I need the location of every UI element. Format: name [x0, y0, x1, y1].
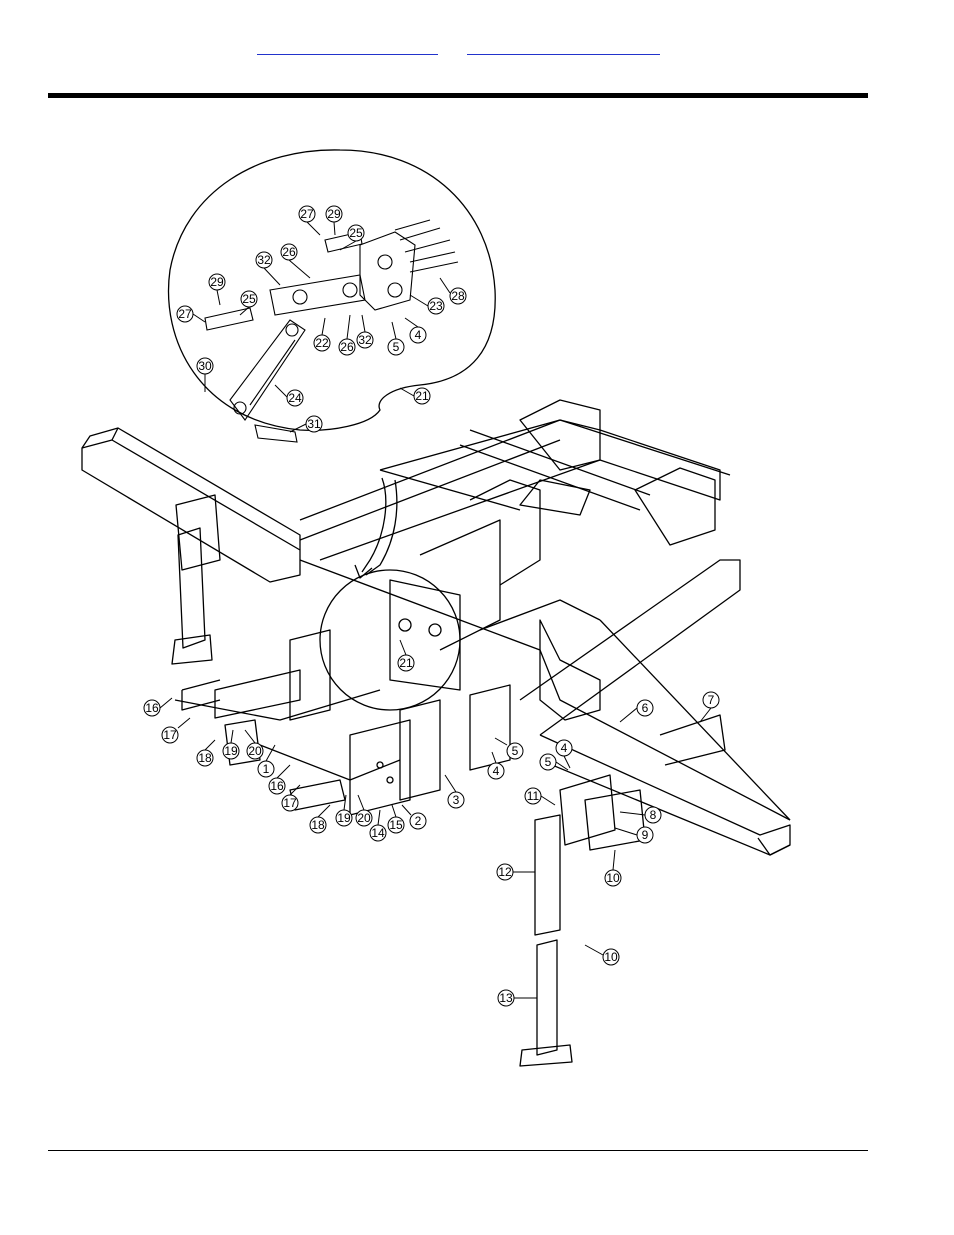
callout-27-top: 27 [299, 206, 320, 235]
header-links [0, 38, 954, 58]
callout-5-main: 5 [495, 738, 523, 759]
callout-20-left: 20 [245, 730, 263, 759]
svg-text:11: 11 [527, 789, 540, 803]
callout-12: 12 [497, 864, 535, 880]
callout-30: 30 [197, 358, 213, 392]
callout-3: 3 [445, 775, 464, 808]
svg-text:7: 7 [708, 693, 715, 707]
header-rule [48, 93, 868, 98]
svg-text:13: 13 [499, 991, 513, 1005]
svg-text:29: 29 [210, 275, 224, 289]
svg-text:8: 8 [650, 808, 657, 822]
callout-25-left: 25 [240, 291, 257, 315]
svg-text:26: 26 [340, 340, 354, 354]
callout-13: 13 [498, 990, 537, 1006]
svg-text:20: 20 [248, 744, 262, 758]
svg-text:28: 28 [451, 289, 465, 303]
callout-22: 22 [314, 318, 330, 351]
svg-text:29: 29 [327, 207, 341, 221]
svg-text:24: 24 [288, 391, 302, 405]
callout-26-mid: 26 [339, 315, 355, 355]
svg-text:31: 31 [307, 417, 321, 431]
svg-text:6: 6 [642, 701, 649, 715]
callout-31: 31 [290, 416, 322, 432]
svg-text:17: 17 [283, 796, 297, 810]
svg-text:21: 21 [415, 389, 429, 403]
svg-text:27: 27 [178, 307, 192, 321]
svg-text:27: 27 [300, 207, 314, 221]
svg-text:32: 32 [358, 333, 372, 347]
svg-text:32: 32 [257, 253, 271, 267]
callout-28: 28 [440, 278, 466, 304]
callout-17-left: 17 [162, 718, 190, 743]
callout-21-main: 21 [398, 640, 414, 671]
svg-text:25: 25 [242, 292, 256, 306]
callout-26-top: 26 [281, 244, 310, 278]
svg-text:17: 17 [163, 728, 177, 742]
svg-text:14: 14 [371, 826, 385, 840]
callout-9: 9 [615, 827, 653, 843]
callout-24: 24 [275, 385, 303, 406]
svg-text:12: 12 [498, 865, 512, 879]
svg-text:16: 16 [145, 701, 159, 715]
svg-text:25: 25 [349, 226, 363, 240]
callout-20-mid: 20 [356, 795, 372, 826]
callout-32-mid: 32 [357, 315, 373, 348]
svg-text:5: 5 [512, 744, 519, 758]
callout-2: 2 [402, 805, 426, 829]
callout-32-top: 32 [256, 252, 280, 285]
svg-text:2: 2 [415, 814, 422, 828]
svg-text:26: 26 [282, 245, 296, 259]
callout-7: 7 [700, 692, 719, 722]
svg-text:1: 1 [263, 762, 270, 776]
callout-27-left: 27 [177, 306, 205, 322]
footer-rule [48, 1150, 868, 1151]
svg-text:4: 4 [561, 741, 568, 755]
callout-18-mid: 18 [310, 805, 330, 833]
svg-text:5: 5 [393, 340, 400, 354]
svg-text:4: 4 [493, 764, 500, 778]
header-link-right[interactable] [467, 38, 660, 55]
parts-diagram: 27 29 25 26 32 29 25 27 22 26 32 5 4 23 … [78, 143, 800, 1078]
callout-8: 8 [620, 807, 661, 823]
svg-text:19: 19 [224, 744, 238, 758]
svg-text:18: 18 [311, 818, 325, 832]
svg-text:20: 20 [357, 811, 371, 825]
callout-19-left: 19 [223, 730, 239, 759]
callout-29-top: 29 [326, 206, 342, 235]
frame-drawing [82, 150, 790, 1066]
callout-15: 15 [388, 805, 404, 833]
callout-4-main: 4 [488, 752, 504, 779]
svg-text:22: 22 [315, 336, 329, 350]
svg-text:10: 10 [604, 950, 618, 964]
callout-11: 11 [525, 788, 555, 805]
callout-4-detail: 4 [405, 318, 426, 343]
header-link-left[interactable] [257, 38, 438, 55]
svg-text:16: 16 [270, 779, 284, 793]
svg-text:23: 23 [429, 299, 443, 313]
callout-16-left: 16 [144, 698, 172, 716]
callout-5-detail: 5 [388, 322, 404, 355]
callout-10-upper: 10 [605, 850, 621, 886]
callout-29-left: 29 [209, 274, 225, 305]
svg-text:3: 3 [453, 793, 460, 807]
svg-text:30: 30 [198, 359, 212, 373]
parts-diagram-svg: 27 29 25 26 32 29 25 27 22 26 32 5 4 23 … [78, 143, 800, 1078]
callout-14: 14 [370, 810, 386, 841]
svg-text:21: 21 [399, 656, 413, 670]
svg-text:10: 10 [606, 871, 620, 885]
svg-text:9: 9 [642, 828, 649, 842]
callout-21-detail: 21 [400, 388, 430, 404]
callout-10-lower: 10 [585, 945, 619, 965]
svg-text:15: 15 [389, 818, 403, 832]
svg-text:18: 18 [198, 751, 212, 765]
svg-text:4: 4 [415, 328, 422, 342]
svg-text:19: 19 [337, 811, 351, 825]
callout-23: 23 [410, 295, 444, 314]
callout-6: 6 [620, 700, 653, 722]
svg-text:5: 5 [545, 755, 552, 769]
callouts: 27 29 25 26 32 29 25 27 22 26 32 5 4 23 … [144, 206, 719, 1006]
callout-18-left: 18 [197, 740, 215, 766]
